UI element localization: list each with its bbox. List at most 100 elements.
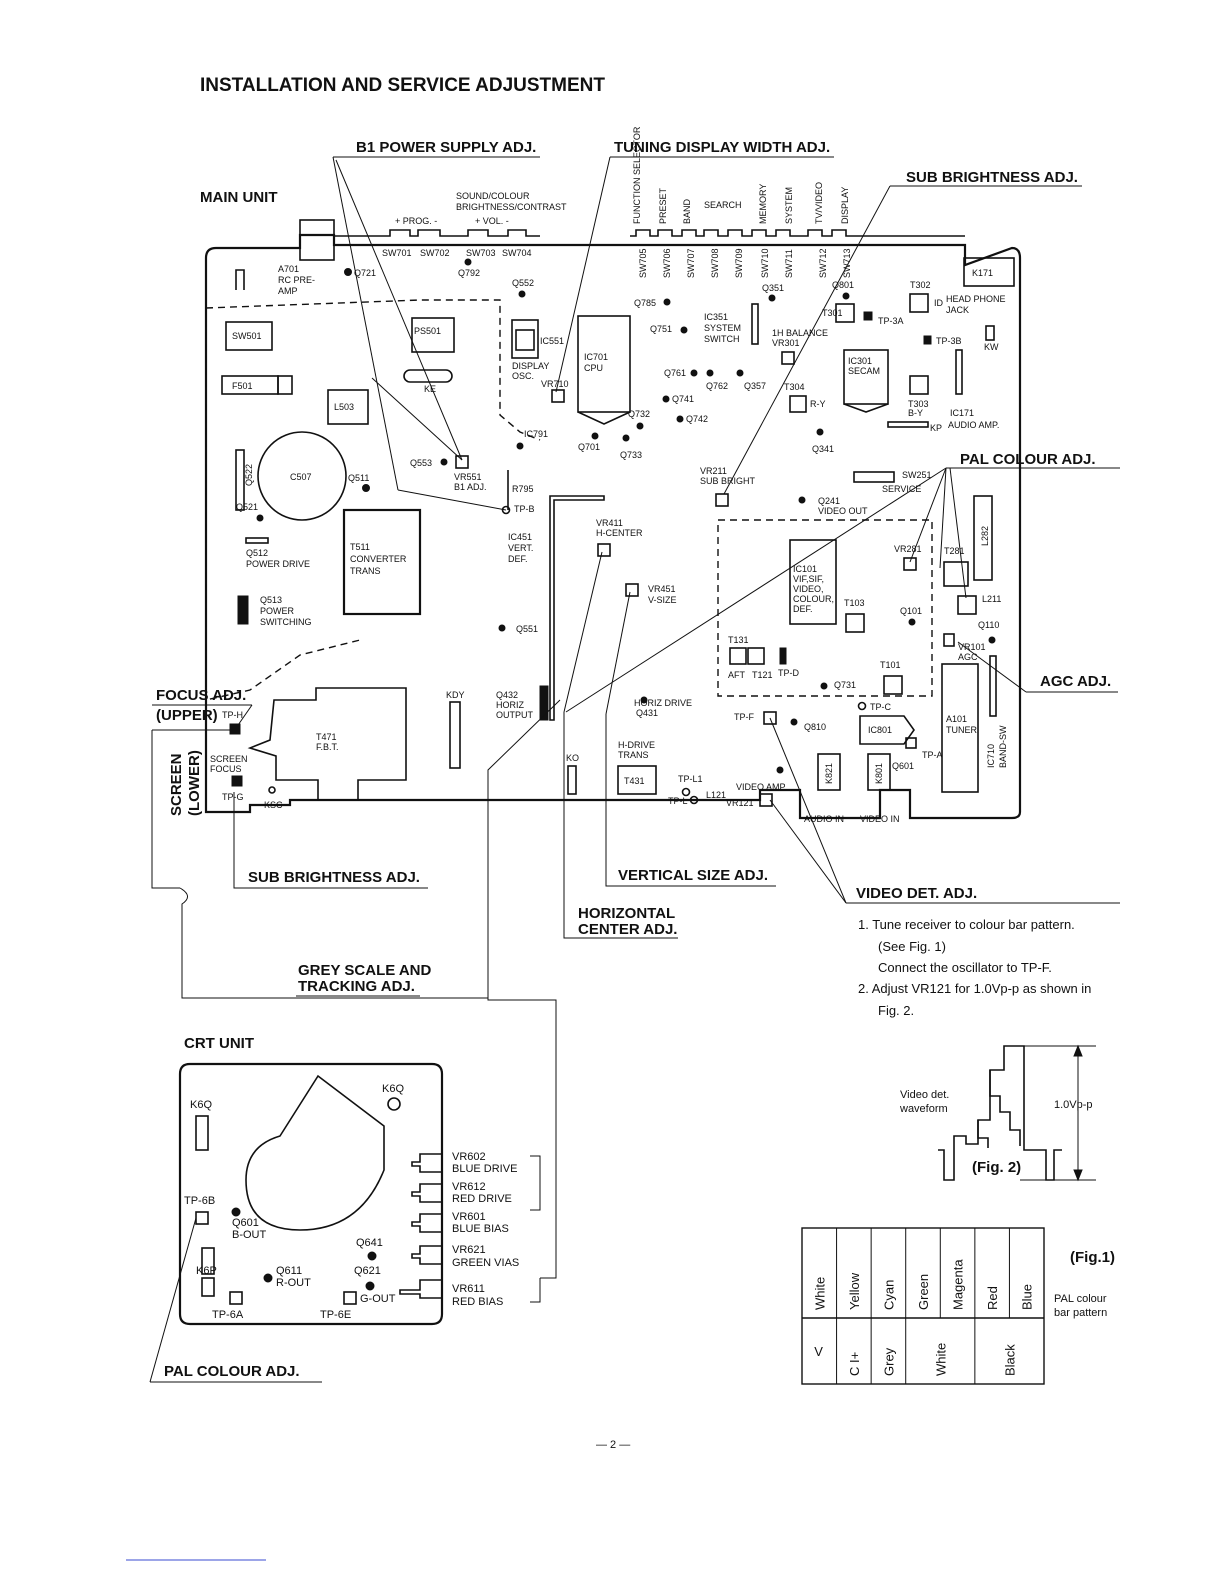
t511-converter-trans [342, 508, 422, 616]
svg-text:PS501: PS501 [414, 326, 441, 336]
svg-text:Q785: Q785 [634, 298, 656, 308]
svg-text:SWITCH: SWITCH [704, 334, 740, 344]
svg-text:SCREEN: SCREEN [210, 754, 248, 764]
svg-text:IC701: IC701 [584, 352, 608, 362]
svg-text:F.B.T.: F.B.T. [316, 742, 339, 752]
grey-scale-adj-label-1: GREY SCALE AND [298, 962, 432, 979]
svg-text:Q110: Q110 [978, 620, 999, 630]
svg-text:C507: C507 [290, 472, 312, 482]
fig1-bar-label: Yellow [847, 1272, 862, 1310]
screen-lower-label: (LOWER) [186, 750, 203, 816]
svg-text:SW703: SW703 [466, 248, 496, 258]
c507-capacitor [257, 431, 347, 521]
svg-text:TP-B: TP-B [514, 504, 535, 514]
agc-adj-label: AGC ADJ. [1040, 673, 1111, 690]
svg-text:IC351: IC351 [704, 312, 728, 322]
svg-text:T301: T301 [822, 308, 843, 318]
svg-text:KP: KP [930, 423, 942, 433]
fig1-row2-label: C I+ [847, 1352, 862, 1376]
tuning-display-adj-label: TUNING DISPLAY WIDTH ADJ. [614, 139, 830, 156]
svg-text:SW704: SW704 [502, 248, 532, 258]
svg-text:B-Y: B-Y [908, 408, 923, 418]
svg-text:TP-L: TP-L [668, 796, 688, 806]
svg-text:T304: T304 [784, 382, 805, 392]
svg-text:Q431: Q431 [636, 708, 658, 718]
svg-text:Q432: Q432 [496, 690, 518, 700]
svg-text:H-DRIVE: H-DRIVE [618, 740, 655, 750]
svg-text:VR301: VR301 [772, 338, 800, 348]
a701-module [299, 219, 335, 261]
svg-text:A701: A701 [278, 264, 299, 274]
svg-text:SERVICE: SERVICE [882, 484, 921, 494]
svg-text:+ VOL. -: + VOL. - [475, 216, 509, 226]
k171-connector [963, 257, 1015, 287]
ic801 [859, 715, 915, 745]
front-keys-left [334, 229, 540, 237]
svg-text:VR101: VR101 [958, 642, 986, 652]
svg-text:SW713: SW713 [842, 248, 852, 278]
svg-text:L211: L211 [982, 594, 1001, 604]
svg-text:SYSTEM: SYSTEM [704, 323, 741, 333]
video-det-step-1c: Connect the oscillator to TP-F. [878, 960, 1052, 975]
pointer-lines [152, 156, 1027, 998]
svg-text:Q101: Q101 [900, 606, 922, 616]
svg-text:TP-3B: TP-3B [936, 336, 962, 346]
focus-upper-label: (UPPER) [156, 707, 218, 724]
fig1-bar-label: Blue [1020, 1284, 1035, 1310]
svg-text:VR601: VR601 [452, 1211, 486, 1223]
svg-text:SW702: SW702 [420, 248, 450, 258]
a101-tuner [941, 663, 979, 793]
fig1-bar-label: Red [985, 1286, 1000, 1310]
svg-text:Q762: Q762 [706, 381, 728, 391]
svg-text:K801: K801 [874, 763, 884, 784]
page-number: — 2 — [596, 1439, 630, 1451]
svg-text:PAL colour: PAL colour [1054, 1293, 1107, 1305]
svg-text:T281: T281 [944, 546, 965, 556]
svg-text:TP-A: TP-A [922, 750, 943, 760]
fig1-bar-label: Magenta [951, 1259, 966, 1310]
svg-text:VR451: VR451 [648, 584, 676, 594]
svg-text:TP-L1: TP-L1 [678, 774, 703, 784]
svg-text:AUDIO IN: AUDIO IN [804, 814, 844, 824]
svg-text:waveform: waveform [899, 1103, 948, 1115]
svg-text:VR621: VR621 [452, 1244, 486, 1256]
svg-text:L282: L282 [980, 526, 990, 546]
svg-text:B1 ADJ.: B1 ADJ. [454, 482, 487, 492]
svg-text:T302: T302 [910, 280, 931, 290]
svg-text:Q511: Q511 [348, 473, 369, 483]
fig2-label: (Fig. 2) [972, 1159, 1021, 1176]
svg-text:Q351: Q351 [762, 283, 784, 293]
svg-text:SW710: SW710 [760, 248, 770, 278]
svg-text:AGC: AGC [958, 652, 978, 662]
svg-text:Q553: Q553 [410, 458, 432, 468]
svg-text:K6P: K6P [196, 1265, 217, 1277]
svg-text:VERT.: VERT. [508, 543, 533, 553]
svg-text:T511: T511 [350, 542, 370, 552]
svg-text:L121: L121 [706, 790, 726, 800]
svg-text:TP-F: TP-F [734, 712, 754, 722]
svg-text:HEAD PHONE: HEAD PHONE [946, 294, 1006, 304]
ic701-cpu [577, 315, 631, 413]
svg-text:VR710: VR710 [541, 379, 569, 389]
svg-text:Q357: Q357 [744, 381, 766, 391]
svg-text:VIDEO AMP: VIDEO AMP [736, 782, 786, 792]
svg-text:K6Q: K6Q [382, 1083, 404, 1095]
fig1-row2-label: V [814, 1344, 823, 1359]
t471-fbt [247, 687, 407, 801]
svg-text:TP-C: TP-C [870, 702, 891, 712]
svg-text:L503: L503 [334, 402, 354, 412]
svg-text:OSC.: OSC. [512, 371, 534, 381]
svg-text:B-OUT: B-OUT [232, 1229, 267, 1241]
svg-text:Q513: Q513 [260, 595, 282, 605]
svg-text:Q522: Q522 [244, 464, 254, 486]
svg-text:CPU: CPU [584, 363, 603, 373]
b1-power-adj-label: B1 POWER SUPPLY ADJ. [356, 139, 536, 156]
svg-text:Q552: Q552 [512, 278, 534, 288]
svg-text:FOCUS: FOCUS [210, 764, 242, 774]
svg-text:F501: F501 [232, 381, 253, 391]
pal-colour-adj-crt-label: PAL COLOUR ADJ. [164, 1363, 300, 1380]
video-det-step-1: 1. Tune receiver to colour bar pattern. [858, 917, 1075, 932]
svg-text:SW501: SW501 [232, 331, 262, 341]
fig1-bar-label: Green [916, 1274, 931, 1310]
